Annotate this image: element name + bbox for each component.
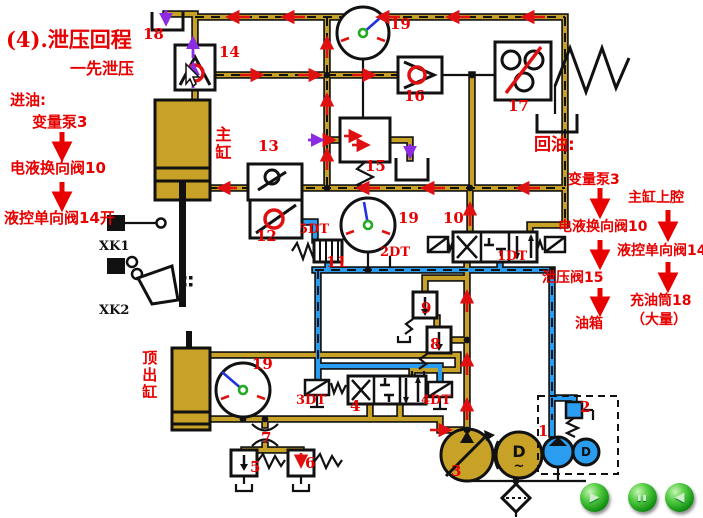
check-valve-13 [246,162,304,202]
limit-switch-xk1 [107,215,167,231]
inlet-step-1: 变量泵3 [32,113,88,131]
num-8: 8 [430,335,441,353]
return-col2-step-3: 充油筒18 [630,293,692,309]
return-col1-step-2: 电液换向阀10 [558,219,648,235]
return-col2-step-1: 主缸上腔 [628,190,684,206]
main-cylinder-rod [179,181,186,307]
num-11: 11 [326,253,347,271]
relief-valve-15 [338,116,392,164]
pump-1 [541,435,575,469]
relief-valve-2 [564,400,584,420]
num-10: 10 [443,209,464,227]
inlet-heading: 进油: [10,91,46,109]
num-1: 1 [538,422,549,440]
return-col1-step-1: 变量泵3 [568,172,620,188]
num-12: 12 [256,227,277,245]
num-19-bottom: 19 [252,355,273,373]
num-19-top: 19 [390,15,411,33]
return-col2-step-4: （大量） [631,312,687,328]
num-19-middle: 19 [398,209,419,227]
limit-switch-xk2 [107,255,193,306]
main-cylinder [153,98,212,307]
return-col2-step-2: 液控单向阀14 [617,243,703,259]
svg-text:~: ~ [514,459,525,474]
play-button[interactable]: ▶ [580,483,609,512]
back-icon: ◀ [674,490,685,505]
spring-11 [291,240,316,263]
directional-valve-10 [426,230,567,264]
ejector-cylinder [170,331,212,432]
play-icon: ▶ [589,490,600,505]
num-16: 16 [404,87,425,105]
mouse-cursor [185,62,201,88]
ejector-cylinder-label: 顶出缸 [140,350,159,401]
main-cylinder-label: 主缸 [212,126,232,162]
junction-dots [239,71,556,485]
xk1-label: XK1 [99,239,130,254]
spring-4 [329,380,347,397]
label-2dt: 2DT [380,245,410,260]
inlet-step-3: 液控单向阀14开 [4,209,115,227]
pump-unit-dashed-box [537,395,619,475]
page-title: (4).泄压回程 [6,27,132,52]
prefill-valve-17 [493,40,553,102]
spring-5 [256,451,286,471]
spring-8 [418,353,428,370]
num-4: 4 [350,397,361,415]
check-valve-12 [248,198,304,240]
sequence-valve-8 [425,325,453,355]
xk2-label: XK2 [99,303,130,318]
num-13: 13 [258,137,279,155]
directional-valve-4 [303,374,454,406]
num-7: 7 [261,429,272,447]
num-18: 18 [143,25,164,43]
num-15: 15 [365,157,386,175]
variable-pump-3 [439,427,495,483]
ejector-cylinder-rod [186,331,192,348]
check-valve-16 [396,55,444,95]
spring-6 [313,451,343,471]
filter [499,481,533,515]
pause-button[interactable]: ▮▮ [628,483,657,512]
label-5dt: 5DT [299,222,329,237]
solenoid-valve-11 [312,238,344,264]
sequence-valve-9 [411,290,439,320]
inlet-step-2: 电液换向阀10 [10,159,106,177]
pressure-gauge-19-top [335,5,391,61]
spring-17 [553,43,631,97]
num-17: 17 [508,97,529,115]
num-14: 14 [219,43,240,61]
pressure-gauge-19-bottom [214,361,272,419]
motor-3: D ~ [494,430,544,480]
return-col1-step-3: 泄压阀15 [542,270,604,286]
num-5: 5 [250,458,261,476]
pressure-gauge-19-middle [339,196,397,254]
motor-1: D [571,437,601,467]
relief-valve-5 [229,448,259,478]
svg-text:D: D [581,445,591,459]
label-1dt: 1DT [497,249,527,264]
cam-flag [135,263,180,306]
num-3: 3 [451,462,462,480]
return-col1-step-4: 油箱 [575,316,603,332]
subtitle: 一先泄压 [70,59,135,78]
num-2: 2 [580,398,591,416]
label-4dt: 4DT [421,393,451,408]
spring-2 [564,417,581,438]
return-heading: 回油: [534,135,575,155]
flow-list-arrows [51,132,679,318]
throttle-7-symbol [251,423,279,447]
pause-icon: ▮▮ [637,492,648,502]
back-button[interactable]: ◀ [665,483,694,512]
label-3dt: 3DT [296,393,326,408]
spring-9 [404,318,414,335]
svg-text:D: D [512,442,525,461]
num-9: 9 [421,299,432,317]
num-6: 6 [305,454,316,472]
